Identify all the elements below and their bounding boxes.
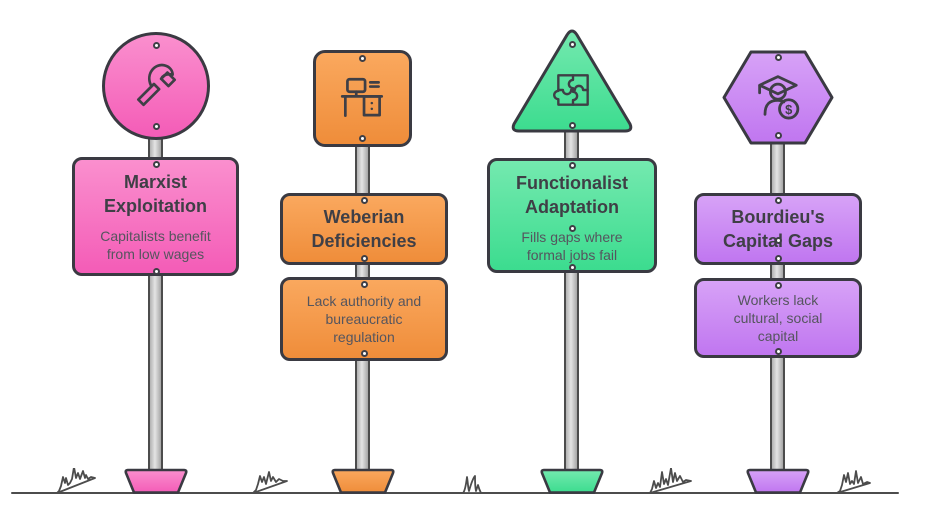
- sign-board: Bourdieu's Capital Gaps: [694, 193, 862, 265]
- sign-description: Capitalists benefit from low wages: [100, 228, 211, 262]
- grass-tuft: [649, 468, 692, 494]
- hammer-icon: [136, 63, 177, 107]
- dollar-coin-icon: [778, 98, 800, 120]
- screw-icon: [359, 55, 366, 62]
- screw-icon: [360, 197, 368, 204]
- grass-tuft: [252, 471, 288, 494]
- post-base: [331, 468, 395, 494]
- screw-icon: [568, 122, 576, 129]
- post-base: [746, 468, 810, 494]
- sign-board: Weberian Deficiencies: [280, 193, 448, 265]
- screw-icon: [152, 123, 160, 130]
- screw-icon: [774, 197, 782, 204]
- grass-tuft: [462, 475, 482, 494]
- puzzle-icon: [553, 74, 589, 106]
- desk-icon: [340, 77, 384, 117]
- square-badge: [313, 50, 412, 147]
- post-base: [124, 468, 188, 494]
- screw-icon: [774, 54, 782, 61]
- screw-icon: [774, 348, 782, 355]
- screw-icon: [152, 42, 160, 49]
- screw-icon: [774, 132, 782, 139]
- screw-icon: [774, 282, 782, 289]
- screw-icon: [774, 237, 782, 244]
- screw-icon: [360, 255, 368, 262]
- screw-icon: [152, 268, 160, 275]
- screw-icon: [359, 135, 366, 142]
- screw-icon: [568, 162, 576, 169]
- sign-description: Workers lack cultural, social capital: [733, 292, 823, 344]
- sign-title: Functionalist Adaptation: [516, 173, 628, 217]
- hexagon-badge: [722, 50, 834, 145]
- sign-title: Weberian Deficiencies: [311, 207, 417, 251]
- screw-icon: [360, 350, 368, 357]
- grass-tuft: [56, 468, 96, 494]
- sign-title: Marxist Exploitation: [104, 172, 207, 216]
- dollar-sign: $: [785, 102, 792, 117]
- screw-icon: [360, 281, 368, 288]
- screw-icon: [774, 255, 782, 262]
- grass-tuft: [836, 470, 871, 494]
- sign-title: Bourdieu's Capital Gaps: [722, 207, 834, 251]
- sign-description: Lack authority and bureaucratic regulati…: [306, 293, 422, 345]
- screw-icon: [152, 161, 160, 168]
- sign-board: Lack authority and bureaucratic regulati…: [280, 277, 448, 361]
- graduate-dollar-icon: $: [758, 75, 800, 120]
- sign-board: Functionalist Adaptation Fills gaps wher…: [487, 158, 657, 273]
- screw-icon: [568, 41, 576, 48]
- sign-description: Fills gaps where formal jobs fail: [521, 229, 623, 263]
- sign-board: Marxist Exploitation Capitalists benefit…: [72, 157, 239, 276]
- screw-icon: [568, 264, 576, 271]
- sign-board: Workers lack cultural, social capital: [694, 278, 862, 358]
- post-base: [540, 468, 604, 494]
- pole: [148, 86, 163, 476]
- screw-icon: [568, 225, 576, 232]
